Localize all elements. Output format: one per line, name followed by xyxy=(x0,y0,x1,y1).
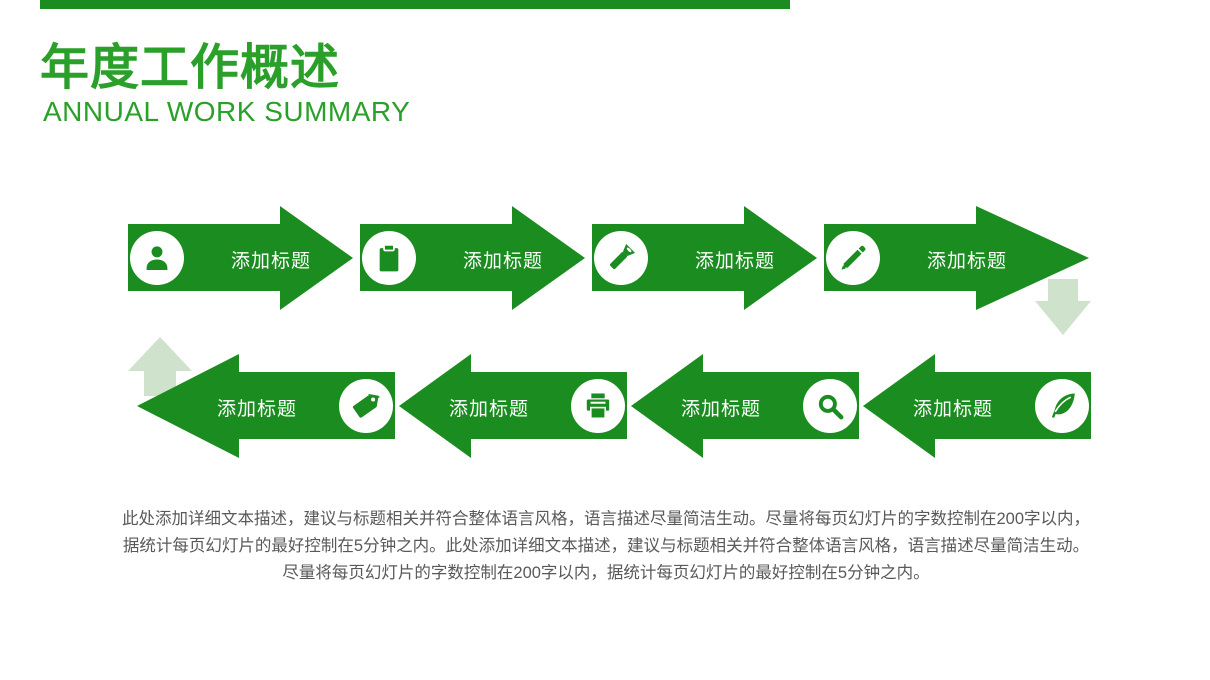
process-step-4: 添加标题 xyxy=(824,206,1089,310)
search-icon xyxy=(818,394,844,420)
clipboard-icon xyxy=(379,244,399,272)
slide-subtitle: ANNUAL WORK SUMMARY xyxy=(43,96,411,127)
step-label: 添加标题 xyxy=(216,399,297,420)
step-label: 添加标题 xyxy=(230,251,311,272)
step-label: 添加标题 xyxy=(694,251,775,272)
process-step-8: 添加标题 xyxy=(137,354,395,458)
step-icon-badge xyxy=(826,231,880,285)
step-icon-badge xyxy=(130,231,184,285)
process-step-7: 添加标题 xyxy=(399,354,627,458)
arrow-head xyxy=(863,354,935,458)
step-icon-badge xyxy=(339,379,393,433)
process-step-6: 添加标题 xyxy=(631,354,859,458)
step-icon-badge xyxy=(1035,379,1089,433)
arrow-head xyxy=(631,354,703,458)
step-label: 添加标题 xyxy=(680,399,761,420)
arrow-head xyxy=(744,206,817,310)
step-label: 添加标题 xyxy=(912,399,993,420)
feather-icon xyxy=(1051,393,1075,418)
arrow-head xyxy=(280,206,353,310)
step-label: 添加标题 xyxy=(448,399,529,420)
accent-bar xyxy=(40,0,790,9)
user-icon xyxy=(146,246,168,270)
printer-icon xyxy=(586,393,610,420)
pencil-icon xyxy=(841,245,866,270)
description-text: 此处添加详细文本描述，建议与标题相关并符合整体语言风格，语言描述尽量简洁生动。尽… xyxy=(121,510,1091,582)
step-label: 添加标题 xyxy=(462,251,543,272)
tag-icon xyxy=(352,393,380,418)
flashlight-icon xyxy=(610,243,636,269)
process-step-5: 添加标题 xyxy=(863,354,1091,458)
arrow-head xyxy=(512,206,585,310)
process-step-3: 添加标题 xyxy=(592,206,817,310)
arrow-head xyxy=(976,206,1089,310)
process-step-1: 添加标题 xyxy=(128,206,353,310)
step-icon-badge xyxy=(803,379,857,433)
arrow-head xyxy=(137,354,239,458)
step-icon-badge xyxy=(362,231,416,285)
slide-title: 年度工作概述 xyxy=(40,41,341,95)
arrow-head xyxy=(399,354,471,458)
step-label: 添加标题 xyxy=(926,251,1007,272)
step-icon-badge xyxy=(571,379,625,433)
step-icon-badge xyxy=(594,231,648,285)
process-step-2: 添加标题 xyxy=(360,206,585,310)
